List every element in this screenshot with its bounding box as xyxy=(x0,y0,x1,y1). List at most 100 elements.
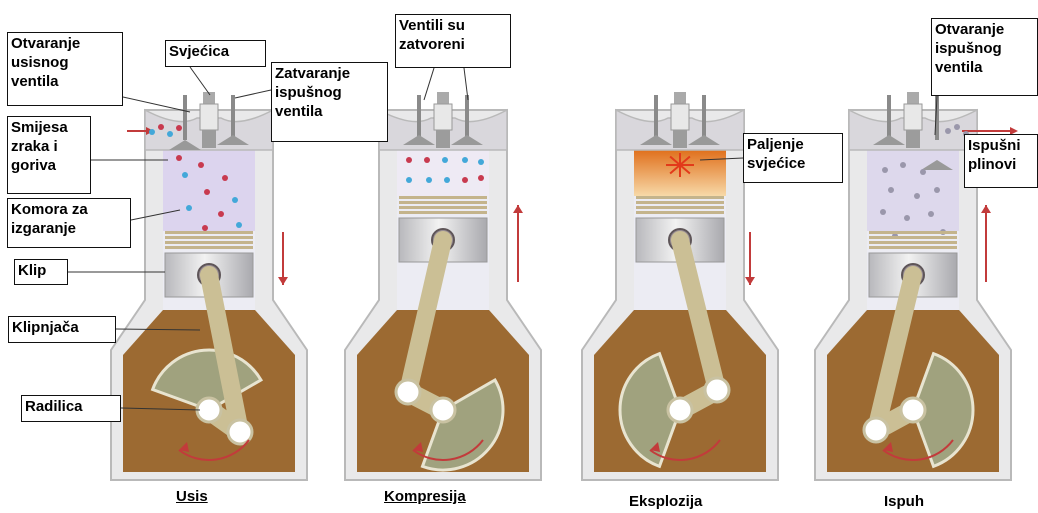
exhaust-particle xyxy=(914,193,920,199)
fuel-particle xyxy=(406,157,412,163)
label-valves-closed: Ventili su zatvoreni xyxy=(395,14,511,68)
fuel-particle xyxy=(182,172,188,178)
piston-motion-arrowhead xyxy=(513,205,523,213)
plug-thread xyxy=(673,130,687,148)
spark-plug-icon xyxy=(434,92,452,148)
engine-intake xyxy=(111,92,307,480)
piston-motion-arrowhead xyxy=(745,277,755,285)
caption-stroke-3: Eksplozija xyxy=(629,493,702,510)
exhaust-particle xyxy=(888,187,894,193)
plug-thread xyxy=(202,130,216,148)
fuel-particle xyxy=(444,177,450,183)
piston-ring xyxy=(869,241,957,244)
crank-pin xyxy=(396,380,420,404)
intake-particle xyxy=(149,129,155,135)
crank-pin xyxy=(864,418,888,442)
piston-ring xyxy=(636,206,724,209)
exhaust-particle xyxy=(934,187,940,193)
plug-cap xyxy=(907,92,919,104)
piston-ring xyxy=(399,211,487,214)
fuel-particle xyxy=(424,157,430,163)
exhaust-flow-particle xyxy=(945,128,951,134)
plug-thread xyxy=(436,130,450,148)
fuel-particle xyxy=(478,175,484,181)
piston-ring xyxy=(165,246,253,249)
fuel-particle xyxy=(462,157,468,163)
crankcase xyxy=(594,310,766,472)
crank-pin xyxy=(705,378,729,402)
fuel-particle xyxy=(462,177,468,183)
label-connecting-rod: Klipnjača xyxy=(8,316,116,343)
spark-icon xyxy=(666,153,694,177)
leader-line xyxy=(424,68,434,100)
fuel-particle xyxy=(236,222,242,228)
leader-line xyxy=(190,67,210,95)
plug-insulator xyxy=(200,104,218,130)
fuel-particle xyxy=(176,155,182,161)
plug-thread xyxy=(906,130,920,148)
label-exhaust-gases: Ispušni plinovi xyxy=(964,134,1038,188)
label-combustion-chamber: Komora za izgaranje xyxy=(7,198,131,248)
caption-stroke-1: Usis xyxy=(176,488,208,505)
plug-cap xyxy=(437,92,449,104)
fuel-particle xyxy=(202,225,208,231)
fuel-particle xyxy=(222,175,228,181)
piston-ring xyxy=(869,236,957,239)
piston-ring xyxy=(636,196,724,199)
label-crankshaft: Radilica xyxy=(21,395,121,422)
piston-ring xyxy=(399,201,487,204)
plug-cap xyxy=(674,92,686,104)
fuel-particle xyxy=(406,177,412,183)
piston-motion-arrowhead xyxy=(278,277,288,285)
piston-ring xyxy=(399,196,487,199)
piston-ring xyxy=(636,211,724,214)
fuel-particle xyxy=(478,159,484,165)
combustion-chamber-fill xyxy=(867,150,959,231)
label-spark-ignition: Paljenje svjećice xyxy=(743,133,843,183)
crankshaft-main xyxy=(901,398,925,422)
piston-ring xyxy=(869,246,957,249)
intake-particle xyxy=(158,124,164,130)
plug-insulator xyxy=(671,104,689,130)
label-piston: Klip xyxy=(14,259,68,285)
fuel-particle xyxy=(204,189,210,195)
intake-particle xyxy=(176,125,182,131)
piston-ring xyxy=(869,231,957,234)
crankcase xyxy=(827,310,999,472)
exhaust-particle xyxy=(900,162,906,168)
exhaust-flow-particle xyxy=(954,124,960,130)
exhaust-particle xyxy=(928,211,934,217)
fuel-particle xyxy=(232,197,238,203)
piston-ring xyxy=(636,201,724,204)
fuel-particle xyxy=(218,211,224,217)
label-air-fuel-mixture: Smijesa zraka i goriva xyxy=(7,116,91,194)
piston-ring xyxy=(165,236,253,239)
label-exhaust-valve-open: Otvaranje ispušnog ventila xyxy=(931,18,1038,96)
spark-plug-icon xyxy=(671,92,689,148)
spark-plug-icon xyxy=(200,92,218,148)
fuel-particle xyxy=(198,162,204,168)
piston-motion-arrowhead xyxy=(981,205,991,213)
engine-compression xyxy=(345,92,541,480)
exhaust-particle xyxy=(904,215,910,221)
crankshaft-main xyxy=(431,398,455,422)
label-exhaust-valve-close: Zatvaranje ispušnog ventila xyxy=(271,62,388,142)
label-intake-valve-open: Otvaranje usisnog ventila xyxy=(7,32,123,106)
crankshaft-main xyxy=(668,398,692,422)
combustion-chamber-fill xyxy=(397,150,489,196)
fuel-particle xyxy=(186,205,192,211)
leader-line xyxy=(235,90,271,98)
caption-stroke-2: Kompresija xyxy=(384,488,466,505)
label-spark-plug: Svjećica xyxy=(165,40,266,67)
piston-ring xyxy=(165,241,253,244)
plug-insulator xyxy=(904,104,922,130)
piston-ring xyxy=(165,231,253,234)
crankshaft-main xyxy=(197,398,221,422)
exhaust-particle xyxy=(920,169,926,175)
plug-insulator xyxy=(434,104,452,130)
exhaust-particle xyxy=(882,167,888,173)
intake-particle xyxy=(167,131,173,137)
spark-plug-icon xyxy=(904,92,922,148)
